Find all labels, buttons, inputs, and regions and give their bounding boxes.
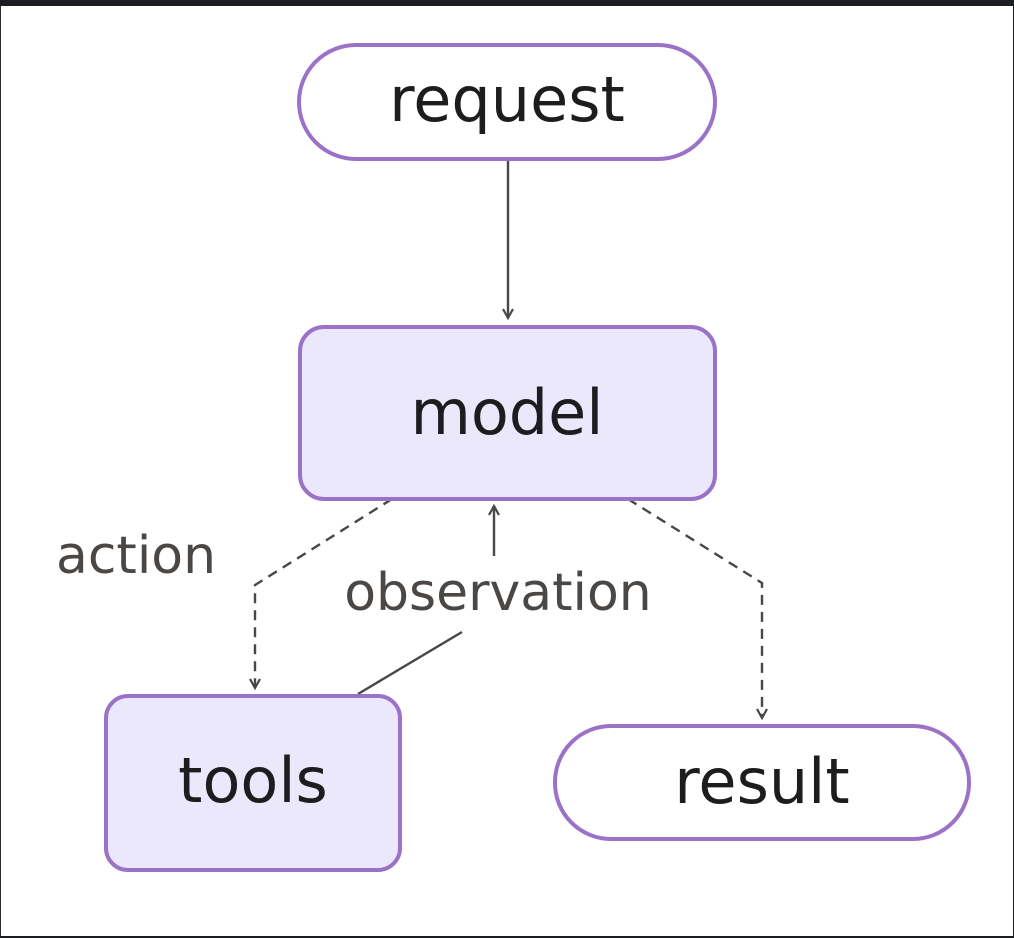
node-request: request <box>297 43 717 161</box>
edge-tools-to-model-observation <box>357 630 463 696</box>
node-result: result <box>553 724 971 841</box>
node-model: model <box>298 325 717 501</box>
edge-label-action: action <box>56 526 216 586</box>
node-tools-label: tools <box>178 744 328 817</box>
node-request-label: request <box>389 63 625 136</box>
edge-model-to-tools-action <box>255 497 393 688</box>
node-result-label: result <box>674 745 849 818</box>
edge-model-to-result <box>627 497 762 718</box>
edge-label-observation: observation <box>344 563 652 623</box>
node-tools: tools <box>104 694 402 872</box>
node-model-label: model <box>410 376 603 449</box>
